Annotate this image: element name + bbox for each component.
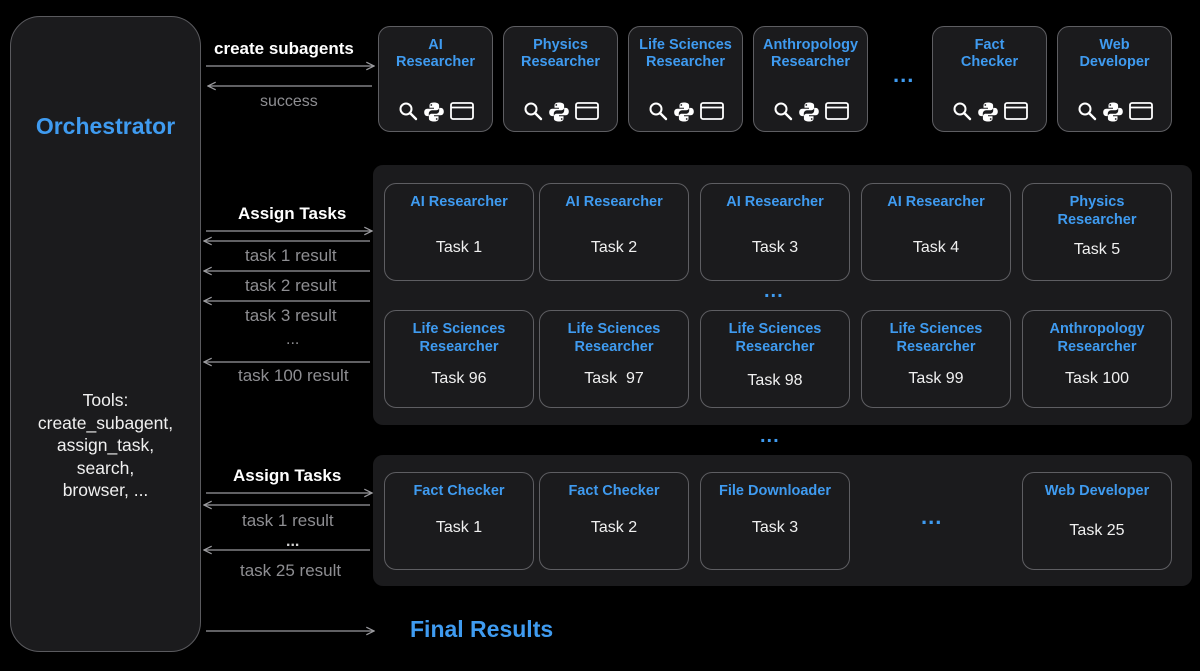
subagent-name: Physics Researcher — [521, 37, 600, 70]
browser-icon — [574, 101, 599, 123]
search-icon — [952, 101, 972, 123]
task-card: Life Sciences Researcher Task 98 — [700, 310, 850, 408]
subagent-name: Web Developer — [1079, 37, 1150, 70]
task-card-task: Task 2 — [590, 519, 638, 536]
batches-ellipsis: ... — [760, 425, 780, 447]
task-card: Web Developer Task 25 — [1022, 472, 1172, 570]
task-card-task: Task 96 — [431, 370, 487, 387]
task-card: Life Sciences Researcher Task 99 — [861, 310, 1011, 408]
task-card-role: Life Sciences Researcher — [567, 321, 661, 355]
subagent-tools — [933, 101, 1046, 123]
search-icon — [398, 101, 418, 123]
assign-tasks-label-1: Assign Tasks — [238, 204, 347, 223]
search-icon — [648, 101, 668, 123]
subagent-name: Anthropology Researcher — [762, 37, 859, 70]
final-results-label: Final Results — [410, 616, 554, 642]
subagent-card-anthropology-researcher: Anthropology Researcher — [753, 26, 868, 132]
browser-icon — [1003, 101, 1028, 123]
task-card-role: Life Sciences Researcher — [728, 321, 822, 355]
task-card: Anthropology Researcher Task 100 — [1022, 310, 1172, 408]
python-icon — [673, 101, 695, 123]
orchestrator-tools: Tools: create_subagent, assign_task, sea… — [37, 390, 174, 500]
subagent-card-web-developer: Web Developer — [1057, 26, 1172, 132]
assign-tasks-label-2: Assign Tasks — [233, 466, 342, 485]
task-card-role: Life Sciences Researcher — [889, 321, 983, 355]
subagent-card-physics-researcher: Physics Researcher — [503, 26, 618, 132]
task-card: AI Researcher Task 4 — [861, 183, 1011, 281]
task-card-task: Task 25 — [1069, 522, 1125, 539]
task-card-task: Task 2 — [590, 239, 638, 256]
task-card-role: AI Researcher — [565, 194, 663, 210]
task-card-task: Task 4 — [912, 239, 960, 256]
task-card-task: Task 99 — [908, 370, 964, 387]
task-result-label: task 100 result — [238, 366, 349, 385]
task-card: File Downloader Task 3 — [700, 472, 850, 570]
task-card: Life Sciences Researcher Task 97 — [539, 310, 689, 408]
task-card: Life Sciences Researcher Task 96 — [384, 310, 534, 408]
task-card-role: Anthropology Researcher — [1049, 321, 1145, 355]
task-card-role: Physics Researcher — [1057, 194, 1137, 228]
subagent-tools — [1058, 101, 1171, 123]
subagent-card-ai-researcher: AI Researcher — [378, 26, 493, 132]
subagents-ellipsis: ... — [893, 62, 915, 87]
task-result-label: task 3 result — [245, 306, 337, 325]
rows-ellipsis: ... — [764, 280, 784, 302]
task-card-role: AI Researcher — [410, 194, 508, 210]
subagent-tools — [379, 101, 492, 123]
task-card-role: AI Researcher — [726, 194, 824, 210]
task-card-role: File Downloader — [719, 483, 831, 499]
task-card-role: AI Researcher — [887, 194, 985, 210]
subagent-tools — [754, 101, 867, 123]
task-result-label: task 25 result — [240, 561, 342, 580]
python-icon — [423, 101, 445, 123]
task-result-label: task 2 result — [245, 276, 337, 295]
search-icon — [773, 101, 793, 123]
python-icon — [1102, 101, 1124, 123]
orchestrator-box: Orchestrator Tools: create_subagent, ass… — [10, 16, 201, 652]
browser-icon — [824, 101, 849, 123]
task-card-role: Fact Checker — [413, 483, 505, 499]
search-icon — [1077, 101, 1097, 123]
task-result-ellipsis: ... — [286, 533, 300, 550]
task-result-ellipsis: ... — [286, 331, 300, 348]
python-icon — [548, 101, 570, 123]
python-icon — [977, 101, 999, 123]
task-card-task: Task 5 — [1073, 241, 1121, 258]
task-card-role: Life Sciences Researcher — [412, 321, 506, 355]
browser-icon — [449, 101, 474, 123]
task-card-task: Task 1 — [435, 519, 483, 536]
subagent-name: Life Sciences Researcher — [639, 37, 732, 70]
task-card: AI Researcher Task 1 — [384, 183, 534, 281]
task-card: Physics Researcher Task 5 — [1022, 183, 1172, 281]
task-card-task: Task 3 — [751, 239, 799, 256]
task-card: AI Researcher Task 2 — [539, 183, 689, 281]
task-result-label: task 1 result — [242, 511, 334, 530]
subagent-name: Fact Checker — [960, 37, 1019, 70]
task-result-label: task 1 result — [245, 246, 337, 265]
task-card-task: Task 98 — [747, 372, 803, 389]
python-icon — [798, 101, 820, 123]
browser-icon — [1128, 101, 1153, 123]
subagent-card-life-sciences-researcher: Life Sciences Researcher — [628, 26, 743, 132]
task-card: AI Researcher Task 3 — [700, 183, 850, 281]
batch2-ellipsis: ... — [921, 504, 943, 529]
task-card-task: Task 100 — [1064, 370, 1130, 387]
task-card-role: Web Developer — [1044, 483, 1150, 499]
search-icon — [523, 101, 543, 123]
subagent-tools — [504, 101, 617, 123]
create-subagents-label: create subagents — [214, 39, 354, 58]
subagent-tools — [629, 101, 742, 123]
task-card: Fact Checker Task 1 — [384, 472, 534, 570]
orchestrator-title: Orchestrator — [35, 113, 176, 139]
task-card-task: Task 3 — [751, 519, 799, 536]
subagent-card-fact-checker: Fact Checker — [932, 26, 1047, 132]
task-card-role: Fact Checker — [568, 483, 660, 499]
success-label: success — [260, 93, 318, 110]
task-card-task: Task 97 — [584, 370, 644, 387]
browser-icon — [699, 101, 724, 123]
task-card: Fact Checker Task 2 — [539, 472, 689, 570]
subagent-name: AI Researcher — [396, 37, 475, 70]
task-card-task: Task 1 — [435, 239, 483, 256]
